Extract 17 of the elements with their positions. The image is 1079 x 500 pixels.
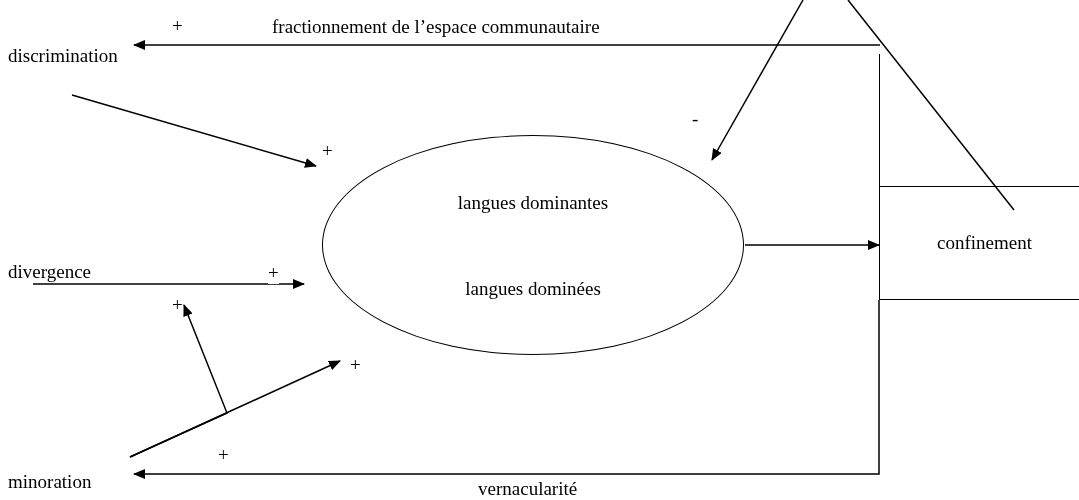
node-text: langues dominantes [457,190,609,215]
concept-label: minoration [8,455,132,495]
arrow [32,279,305,289]
arrow [71,94,317,168]
node-text: langues dominées [465,277,601,301]
arrow [711,0,804,161]
concept-label: divergence [8,259,108,285]
arrow [133,40,881,50]
sign-label: + [218,444,229,466]
arrow [129,304,228,458]
arrow [744,240,880,250]
bracket-frame [879,54,1079,300]
sign-label: + [172,15,183,37]
edge-label: fractionnement de l’espace communautaire [272,16,600,38]
concept-label: discrimination [8,43,132,69]
node-text: confinement [937,230,1032,255]
arrow [133,299,880,479]
